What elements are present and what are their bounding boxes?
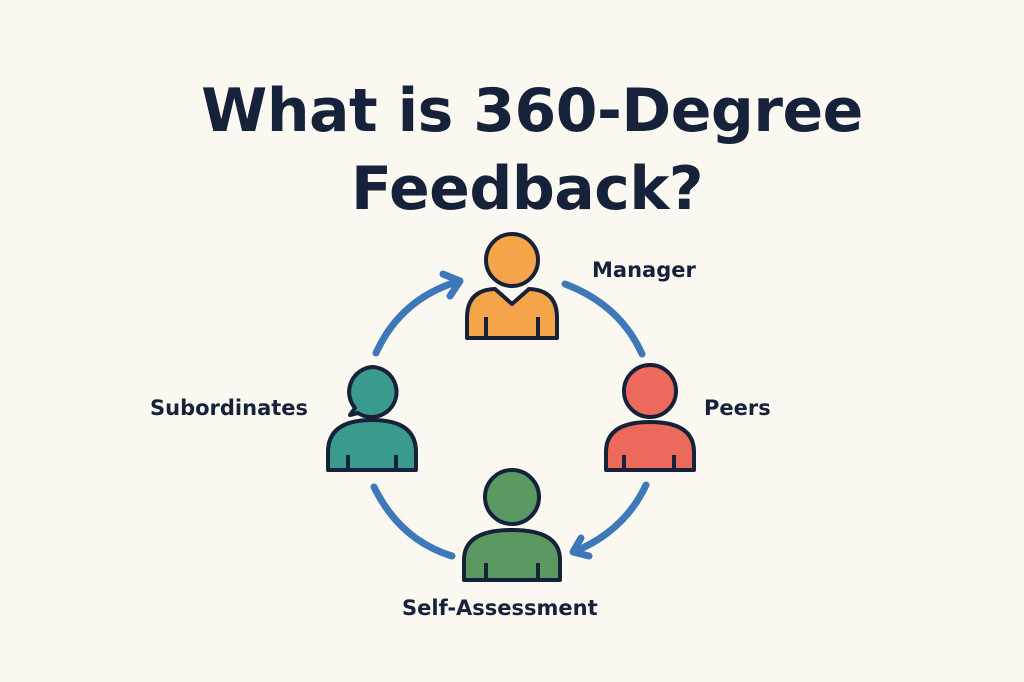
arrow-peers-to-self-icon: [569, 481, 650, 560]
manager-label: Manager: [592, 258, 696, 282]
subordinates-label: Subordinates: [150, 396, 309, 420]
cycle-arrows: [370, 270, 650, 560]
title-line-2: Feedback?: [350, 154, 704, 224]
self-person-icon: [462, 468, 562, 582]
peers-person-icon: [604, 363, 696, 472]
subordinates-person-icon: [326, 365, 418, 472]
arrow-manager-to-peers-icon: [561, 280, 646, 358]
title-line-1: What is 360-Degree: [201, 76, 863, 146]
self-assessment-label: Self-Assessment: [402, 596, 598, 620]
page-title: What is 360-Degree Feedback?: [0, 72, 1024, 228]
arrow-subordinates-to-manager-icon: [372, 270, 464, 357]
arrow-self-to-subordinates-icon: [370, 483, 456, 560]
peers-label: Peers: [704, 396, 771, 420]
manager-person-icon: [465, 232, 559, 340]
